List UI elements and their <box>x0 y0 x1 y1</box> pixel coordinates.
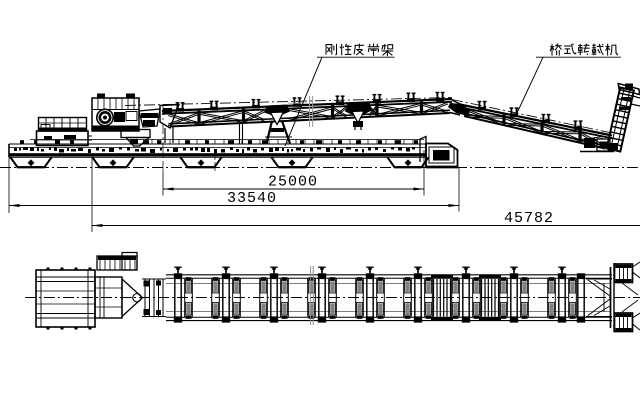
svg-text:45782: 45782 <box>504 210 554 227</box>
svg-text:25000: 25000 <box>268 174 318 191</box>
svg-text:33540: 33540 <box>227 190 277 207</box>
